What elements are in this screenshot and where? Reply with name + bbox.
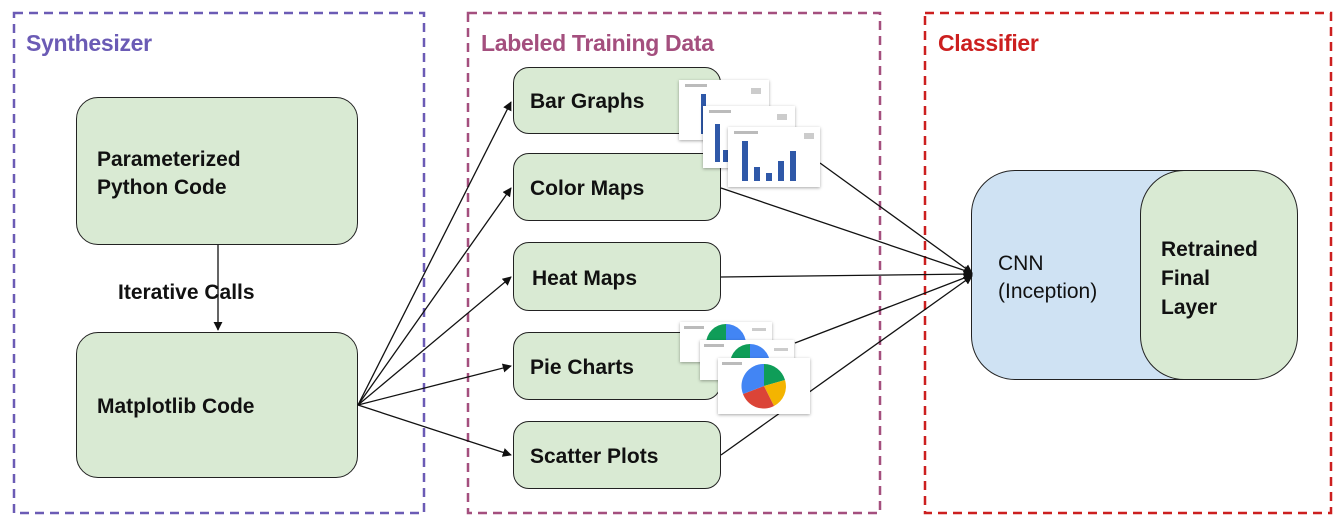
bar-graphs-to-cnn-arrow	[819, 162, 973, 274]
bar-chart-thumbnail-3	[728, 127, 820, 187]
matplotlib-code-label: Matplotlib Code	[97, 395, 255, 418]
iterative-calls-label: Iterative Calls	[118, 281, 255, 304]
parameterized-code-box: Parameterized Python Code	[76, 97, 358, 245]
bar-graphs-label: Bar Graphs	[530, 90, 645, 113]
parameterized-code-label: Parameterized Python Code	[97, 148, 241, 199]
synthesizer-panel	[12, 11, 426, 515]
bar-chart-thumbnail-2-art	[709, 110, 787, 162]
arrow-to-scatter-plots	[357, 404, 512, 457]
scatter-plots-label: Scatter Plots	[530, 445, 659, 468]
retrained-layer-label: Retrained Final Layer	[1161, 238, 1258, 319]
retrained-layer-box: Retrained Final Layer	[1140, 170, 1298, 380]
arrow-to-color-maps	[357, 187, 512, 406]
synthesizer-title: Synthesizer	[26, 30, 152, 56]
heat-maps-box: Heat Maps	[513, 242, 721, 311]
pie-chart-thumbnail-1-art	[684, 324, 766, 344]
matplotlib-code-box: Matplotlib Code	[76, 332, 358, 478]
heat-maps-label: Heat Maps	[532, 267, 638, 290]
scatter-plots-to-cnn-arrow	[720, 275, 973, 456]
color-maps-box: Color Maps	[513, 153, 721, 221]
arrow-to-bar-graphs	[357, 101, 512, 406]
color-maps-label: Color Maps	[530, 177, 645, 200]
cnn-label: CNN (Inception)	[998, 252, 1098, 303]
scatter-plots-box: Scatter Plots	[513, 421, 721, 489]
pie-chart-thumbnail-3	[718, 358, 810, 414]
arrow-to-heat-maps	[357, 276, 512, 406]
classifier-panel	[923, 11, 1333, 515]
color-maps-to-cnn-arrow	[720, 187, 973, 275]
heat-maps-to-cnn-arrow	[720, 269, 973, 279]
pie-charts-label: Pie Charts	[530, 356, 634, 379]
arrow-to-pie-charts	[357, 363, 512, 406]
pie-chart-thumbnail-3-art	[722, 362, 786, 409]
training-data-panel	[466, 11, 882, 515]
pie-charts-to-cnn-arrow	[794, 273, 973, 344]
bar-chart-thumbnail-3-art	[734, 131, 814, 181]
classifier-title: Classifier	[938, 30, 1039, 56]
training-data-title: Labeled Training Data	[481, 30, 714, 56]
